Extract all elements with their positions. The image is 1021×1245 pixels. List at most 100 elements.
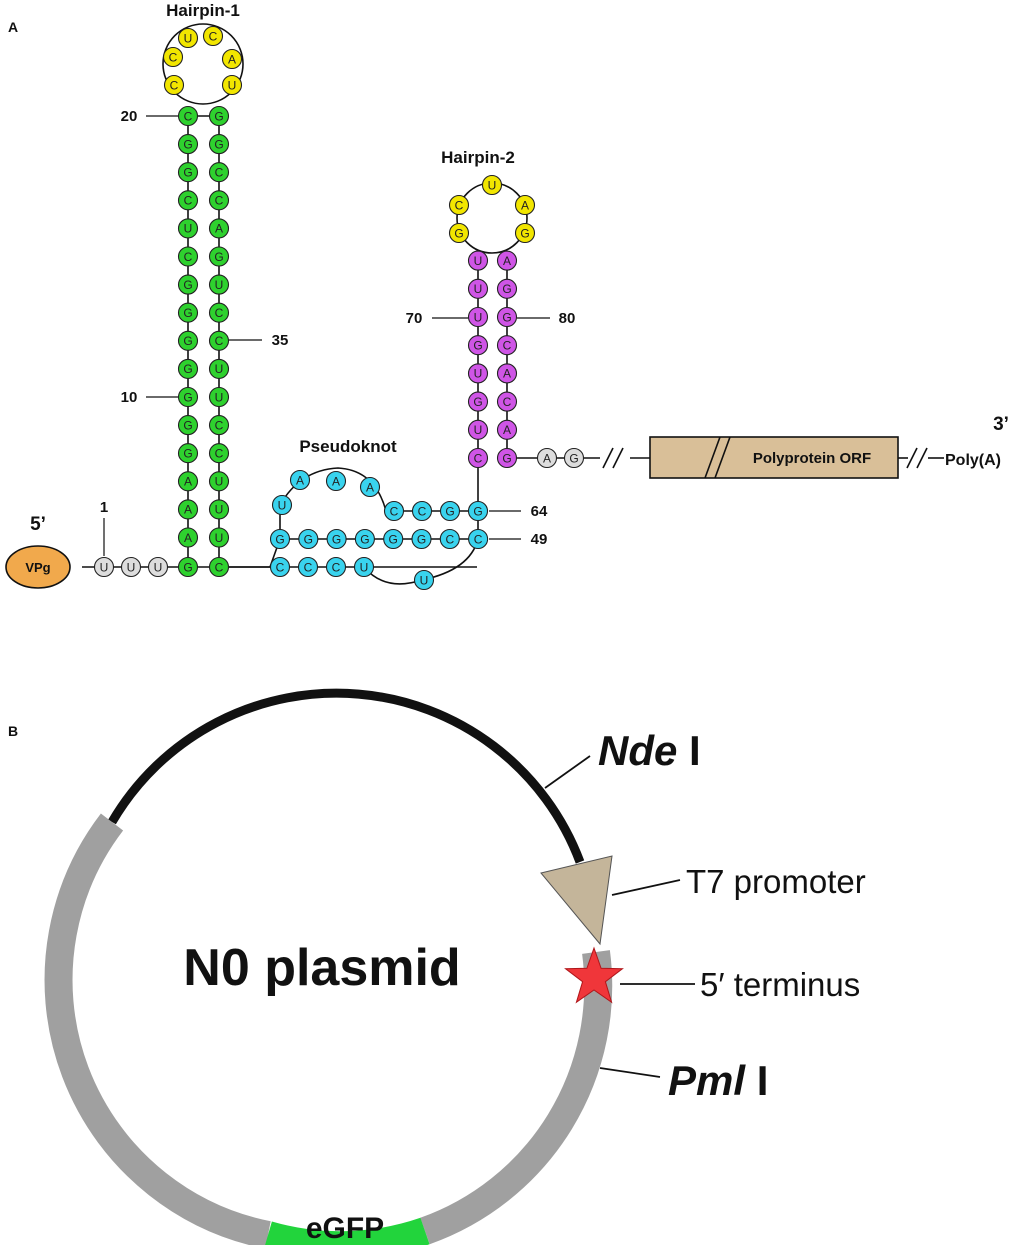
hp1-right-nucleotide: C	[215, 306, 224, 320]
pk-row2-nucleotide: G	[275, 532, 284, 546]
hp1-left-nucleotide-circle	[177, 162, 199, 183]
hp1-left-nucleotide: U	[184, 222, 193, 236]
leader-nucleotide-circle	[120, 556, 142, 578]
panel-b-leaders	[544, 755, 695, 1078]
leader-nucleotide: U	[127, 560, 136, 574]
pk-row2-nucleotide: G	[332, 532, 341, 546]
pk-row3-nucleotide: G	[445, 504, 454, 518]
pk-row2-nucleotide-circle	[298, 528, 319, 550]
hp2-right-nucleotide-circle	[496, 335, 518, 356]
pk-bottom-nucleotide: C	[304, 560, 313, 574]
hp1-loop-nucleotide-circle	[221, 48, 243, 70]
hp2-right-nucleotide: G	[502, 451, 511, 465]
pos-70: 70	[406, 310, 423, 327]
hp1-left-nucleotide: G	[183, 137, 192, 151]
hp2-left-nucleotide-circle	[467, 391, 489, 412]
hp2-right-nucleotide-circle	[496, 306, 518, 328]
hp1-right-nucleotide: U	[215, 475, 224, 489]
pk-loop-nucleotide: A	[332, 474, 340, 488]
pk-row2-nucleotide-circle	[411, 528, 432, 550]
hp2-right-nucleotide: G	[502, 310, 511, 324]
hp2-right-nucleotide-circle	[496, 419, 518, 440]
hp2-loop-nucleotide-circle	[514, 222, 536, 244]
five-prime-label: 5’	[30, 514, 46, 535]
five-terminus-label: 5′ terminus	[700, 966, 860, 1003]
hp2-left-nucleotide: G	[473, 339, 482, 353]
hp1-left-nucleotide-circle	[177, 302, 199, 323]
t7-label: T7 promoter	[686, 863, 866, 900]
pk-row2-nucleotide: G	[417, 532, 426, 546]
five-terminus-star	[564, 946, 624, 1004]
pk-row3-nucleotide: G	[473, 504, 482, 518]
hp2-loop-nucleotide: A	[521, 198, 529, 212]
hp1-right-nucleotide: U	[215, 531, 224, 545]
hp1-right-nucleotide-circle	[208, 134, 230, 155]
hp1-right-nucleotide-circle	[208, 386, 230, 408]
pk-row3-nucleotide-circle	[439, 500, 461, 522]
pk-loop-nucleotide-circle	[325, 470, 347, 492]
hp1-loop-nucleotide-circle	[177, 27, 199, 49]
hp1-right-nucleotide: C	[215, 447, 224, 461]
hp2-right-nucleotide-circle	[496, 391, 518, 412]
hp1-right-nucleotide-circle	[208, 190, 230, 211]
hp1-left-nucleotide-circle	[177, 527, 199, 548]
trailer-nucleotide: G	[569, 451, 578, 465]
hp1-bottom-nucleotide: G	[183, 560, 192, 574]
panel-b-label: B	[8, 723, 18, 739]
plasmid-name: N0 plasmid	[183, 939, 460, 997]
hp2-right-nucleotide: A	[503, 423, 511, 437]
orf-break-mark	[714, 436, 731, 479]
hp2-left-nucleotide-circle	[467, 419, 489, 440]
hp1-right-nucleotide-circle	[208, 330, 230, 351]
hp2-left-nucleotide-circle	[467, 447, 489, 469]
hp1-left-nucleotide: G	[183, 278, 192, 292]
pos-64: 64	[531, 503, 548, 520]
hp1-loop-nucleotide-circle	[162, 46, 184, 68]
break-mark	[612, 447, 624, 469]
hp1-left-nucleotide-circle	[177, 499, 199, 520]
hp1-right-nucleotide: C	[215, 166, 224, 180]
egfp-arc	[265, 1217, 430, 1245]
hp1-left-nucleotide-circle	[177, 330, 199, 351]
hp1-right-nucleotide: C	[215, 194, 224, 208]
hp1-left-nucleotide: A	[184, 503, 192, 517]
hp1-bottom-nucleotide: C	[215, 560, 224, 574]
position-ticks	[103, 115, 550, 556]
hp1-left-nucleotide-circle	[177, 358, 199, 379]
pos-10: 10	[121, 389, 138, 406]
pk-bulge-nucleotide: U	[420, 573, 429, 587]
hp2-right-nucleotide: A	[503, 254, 511, 268]
pk-row2-nucleotide-circle	[439, 528, 460, 550]
plasmid-insert-arc-left	[44, 813, 271, 1245]
hp2-right-nucleotide: C	[503, 395, 512, 409]
hp2-loop-nucleotide: G	[454, 226, 463, 240]
hp1-left-nucleotide-circle	[177, 471, 199, 492]
break-mark	[602, 447, 614, 469]
hp1-left-nucleotide-circle	[177, 415, 199, 436]
pk-row2-nucleotide-circle	[354, 528, 375, 550]
hp1-left-nucleotide: A	[184, 475, 192, 489]
pk-row2-nucleotide-circle	[383, 528, 404, 550]
break-mark	[916, 447, 928, 469]
hp1-right-nucleotide: G	[214, 137, 223, 151]
pos-1: 1	[100, 499, 108, 516]
leader-nucleotide: U	[100, 560, 109, 574]
hp1-right-nucleotide: G	[214, 250, 223, 264]
hp1-right-nucleotide-circle	[208, 246, 230, 267]
three-prime-label: 3’	[993, 414, 1009, 435]
hp1-loop-ring	[162, 23, 244, 105]
pk-loop-nucleotide-circle	[289, 469, 311, 491]
hp2-loop-nucleotide-circle	[514, 194, 536, 216]
pos-35: 35	[272, 332, 289, 349]
pk-row3-nucleotide-circle	[467, 500, 489, 522]
egfp-label: eGFP	[306, 1212, 384, 1245]
hp1-left-nucleotide: G	[183, 447, 192, 461]
hp2-loop-nucleotide-circle	[481, 174, 503, 196]
backbone-lines	[82, 23, 944, 585]
leader-nucleotide: U	[154, 560, 163, 574]
panel-a: A Hairpin-1 Hairpin-2 Pseudoknot	[5, 1, 1009, 591]
pk-row3-nucleotide: C	[418, 504, 427, 518]
pk-bottom-nucleotide-circle	[269, 556, 291, 578]
hp1-right-nucleotide-circle	[208, 274, 230, 295]
hp2-left-nucleotide: G	[473, 395, 482, 409]
